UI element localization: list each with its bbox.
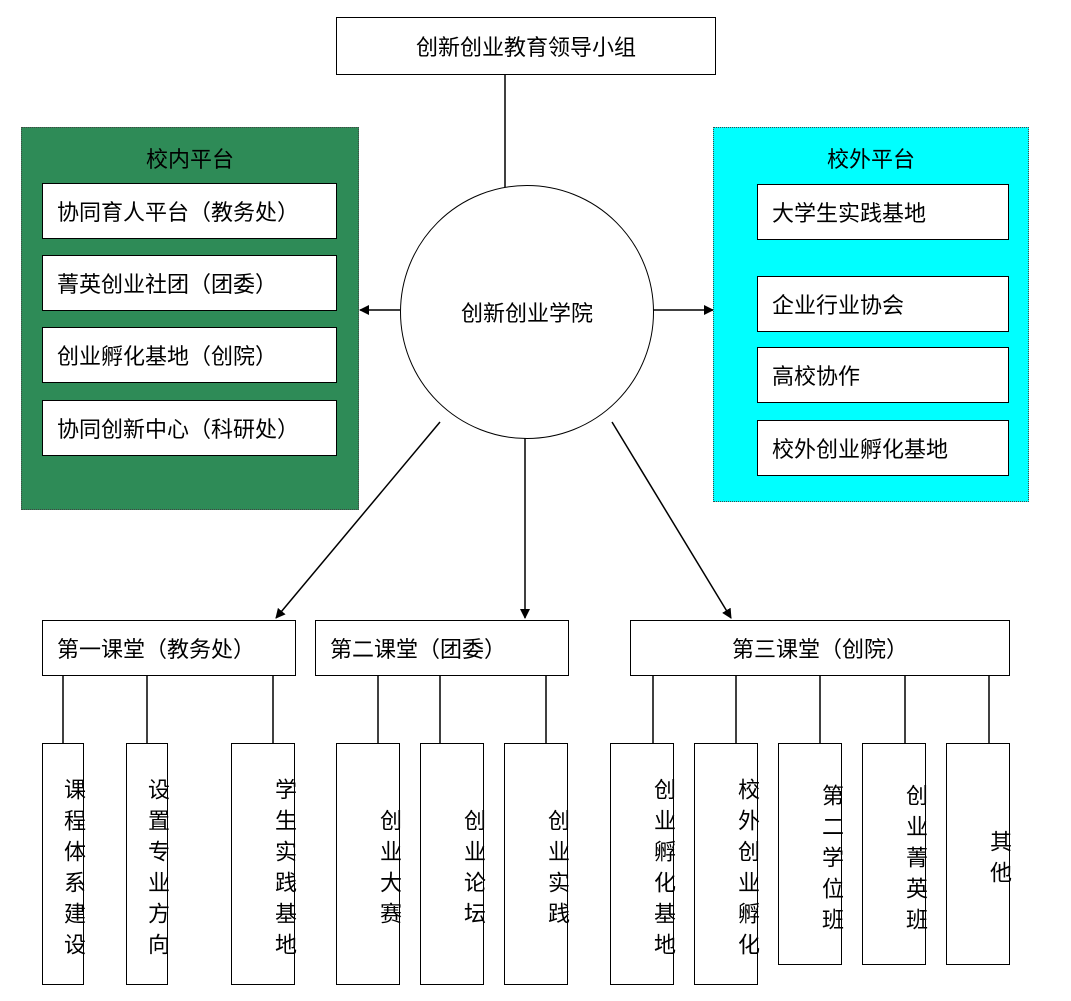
arrow-center-to-classroom1 xyxy=(275,421,441,619)
innovation-college-circle: 创新创业学院 xyxy=(400,185,654,439)
c3-item-1-label: 创业孵化基地 xyxy=(650,778,675,964)
inner-item-2: 菁英创业社团（团委） xyxy=(42,255,337,311)
c1-item-3-label: 学生实践基地 xyxy=(271,778,296,964)
c2-item-3-label: 创业实践 xyxy=(544,809,569,933)
leadership-group-box: 创新创业教育领导小组 xyxy=(336,17,716,75)
inner-item-3: 创业孵化基地（创院） xyxy=(42,327,337,383)
inner-item-1-label: 协同育人平台（教务处） xyxy=(57,201,300,226)
c1-item-1: 课程体系建设 xyxy=(42,743,85,985)
inner-item-4-label: 协同创新中心（科研处） xyxy=(57,418,300,443)
classroom-2-box: 第二课堂（团委） xyxy=(315,620,569,676)
outer-item-2-label: 企业行业协会 xyxy=(772,294,905,319)
inner-platform-panel: 校内平台 协同育人平台（教务处） 菁英创业社团（团委） 创业孵化基地（创院） 协… xyxy=(21,127,359,510)
inner-platform-title: 校内平台 xyxy=(145,148,234,173)
outer-item-1-label: 大学生实践基地 xyxy=(772,202,927,227)
inner-item-1: 协同育人平台（教务处） xyxy=(42,183,337,239)
inner-item-4: 协同创新中心（科研处） xyxy=(42,400,337,456)
c3-item-5-label: 其他 xyxy=(986,830,1011,892)
c1-item-2-label: 设置专业方向 xyxy=(144,778,169,964)
outer-platform-panel: 校外平台 大学生实践基地 企业行业协会 高校协作 校外创业孵化基地 xyxy=(713,127,1029,502)
classroom-3-label: 第三课堂（创院） xyxy=(731,638,908,663)
classroom-1-label: 第一课堂（教务处） xyxy=(57,638,256,663)
inner-item-2-label: 菁英创业社团（团委） xyxy=(57,273,278,298)
leadership-group-label: 创新创业教育领导小组 xyxy=(415,36,636,61)
c1-item-3: 学生实践基地 xyxy=(231,743,296,985)
c1-item-2: 设置专业方向 xyxy=(126,743,169,985)
innovation-college-label: 创新创业学院 xyxy=(460,302,593,327)
c3-item-4: 创业菁英班 xyxy=(862,743,927,965)
c3-item-3-label: 第二学位班 xyxy=(818,783,843,939)
outer-platform-title: 校外平台 xyxy=(826,148,915,173)
c3-item-2: 校外创业孵化 xyxy=(694,743,759,985)
c3-item-2-label: 校外创业孵化 xyxy=(734,778,759,964)
c2-item-1-label: 创业大赛 xyxy=(376,809,401,933)
classroom-2-label: 第二课堂（团委） xyxy=(330,638,507,663)
classroom-1-box: 第一课堂（教务处） xyxy=(42,620,296,676)
c3-item-5: 其他 xyxy=(946,743,1011,965)
c3-item-1: 创业孵化基地 xyxy=(610,743,675,985)
outer-item-2: 企业行业协会 xyxy=(757,276,1009,332)
c1-item-1-label: 课程体系建设 xyxy=(60,778,85,964)
c2-item-2-label: 创业论坛 xyxy=(460,809,485,933)
classroom-3-box: 第三课堂（创院） xyxy=(630,620,1010,676)
outer-item-1: 大学生实践基地 xyxy=(757,184,1009,240)
outer-item-3: 高校协作 xyxy=(757,347,1009,403)
arrow-center-to-classroom3 xyxy=(611,421,732,619)
outer-item-4: 校外创业孵化基地 xyxy=(757,420,1009,476)
outer-item-4-label: 校外创业孵化基地 xyxy=(772,438,949,463)
outer-item-3-label: 高校协作 xyxy=(772,365,861,390)
c2-item-3: 创业实践 xyxy=(504,743,569,985)
c2-item-2: 创业论坛 xyxy=(420,743,485,985)
c3-item-3: 第二学位班 xyxy=(778,743,843,965)
c2-item-1: 创业大赛 xyxy=(336,743,401,985)
c3-item-4-label: 创业菁英班 xyxy=(902,783,927,939)
inner-item-3-label: 创业孵化基地（创院） xyxy=(57,345,278,370)
